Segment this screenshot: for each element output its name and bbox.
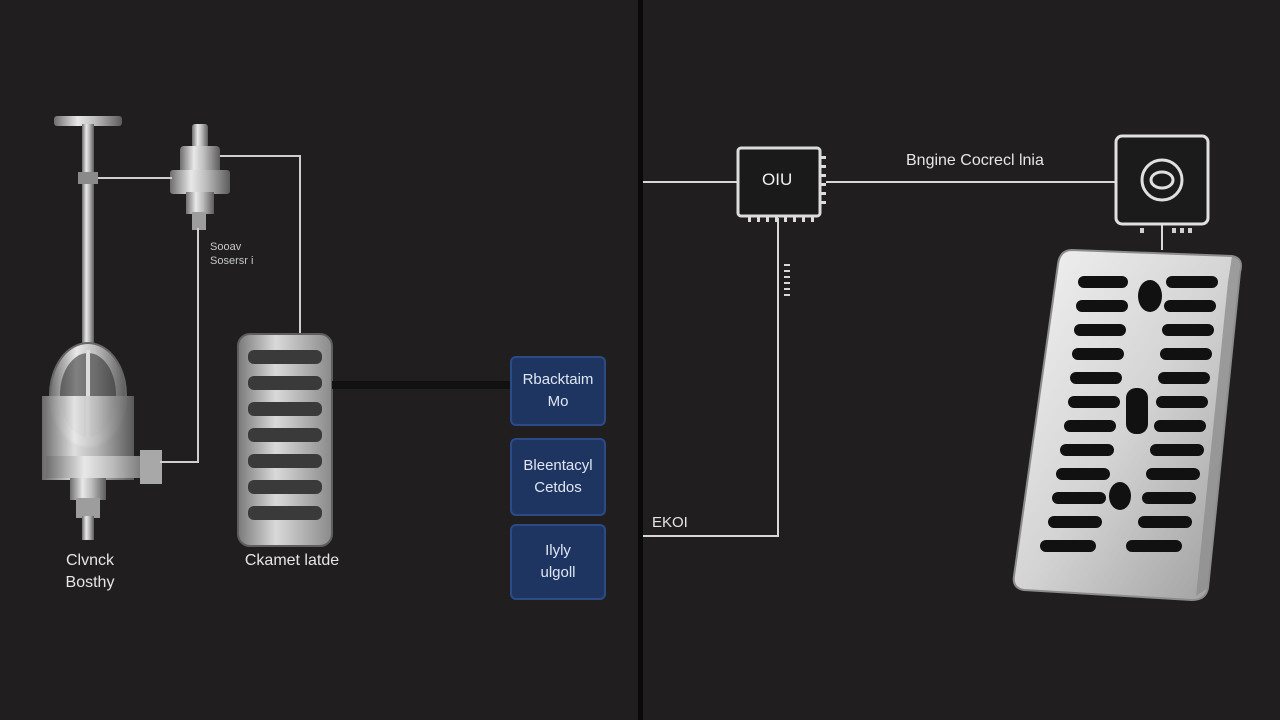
wire-dashes xyxy=(784,264,790,296)
brake-pedal-icon xyxy=(237,333,333,547)
sensor-label-line-2: Sosersr i xyxy=(210,255,254,267)
panel-divider xyxy=(638,0,643,720)
flow-box-1-line-2: Mo xyxy=(547,393,569,410)
clutch-assembly-label: Clvnck Bosthy xyxy=(40,550,140,594)
right-wires xyxy=(643,181,1163,537)
clutch-assembly-icon xyxy=(42,116,162,540)
flow-box-1: Rbacktaim Mo xyxy=(510,356,606,426)
sensor-module-icon xyxy=(1114,134,1210,233)
pedal-label: Ckamet latde xyxy=(244,552,340,569)
engine-connection-label: Bngine Cocrecl lnia xyxy=(906,152,1044,169)
clutch-assembly-label-line-1: Clvnck xyxy=(65,552,114,569)
flow-box-3-line-1: Ilyly xyxy=(545,542,571,559)
left-wires xyxy=(98,155,301,463)
ecu-chip-label: OIU xyxy=(762,170,793,189)
sensor-label: Sooav Sosersr i xyxy=(210,240,253,268)
sensor-label-line-1: Sooav xyxy=(210,241,242,253)
flow-box-2-line-2: Cetdos xyxy=(534,479,582,496)
accelerator-pedal-icon xyxy=(1012,248,1242,602)
clutch-assembly-label-line-2: Bosthy xyxy=(65,574,115,591)
pedal-link-bar xyxy=(332,381,512,389)
flow-box-3-line-2: ulgoll xyxy=(540,564,576,581)
flow-box-2: Bleentacyl Cetdos xyxy=(510,438,606,516)
port-label: EKOI xyxy=(652,514,688,531)
sensor-valve-icon xyxy=(170,124,230,230)
flow-box-1-line-1: Rbacktaim xyxy=(522,371,594,388)
ecu-chip-icon xyxy=(736,146,826,222)
flow-box-2-line-1: Bleentacyl xyxy=(523,457,593,474)
flow-box-3: Ilyly ulgoll xyxy=(510,524,606,600)
